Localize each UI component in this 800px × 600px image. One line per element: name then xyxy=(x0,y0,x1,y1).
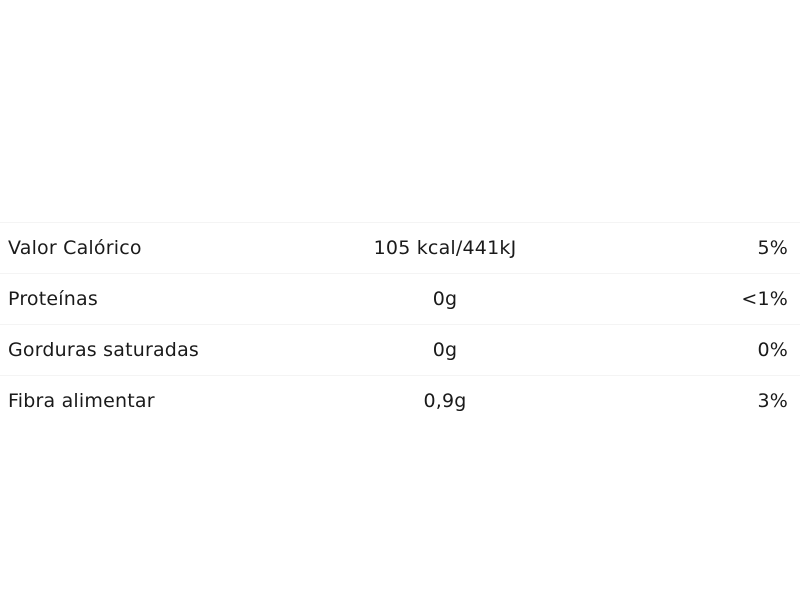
nutrient-amount: 105 kcal/441kJ xyxy=(373,237,517,259)
nutrient-name: Fibra alimentar xyxy=(8,390,155,412)
nutrient-name: Proteínas xyxy=(8,288,98,310)
nutrient-name: Valor Calórico xyxy=(8,237,142,259)
table-row: Fibra alimentar 0,9g 3% xyxy=(0,375,800,427)
nutrient-daily-value: 5% xyxy=(757,237,788,259)
nutrient-amount: 0g xyxy=(432,339,458,361)
table-row: Proteínas 0g <1% xyxy=(0,273,800,325)
table-row: Valor Calórico 105 kcal/441kJ 5% xyxy=(0,222,800,274)
table-row: Gorduras saturadas 0g 0% xyxy=(0,324,800,376)
nutrient-daily-value: 3% xyxy=(757,390,788,412)
nutrient-amount: 0,9g xyxy=(423,390,467,412)
nutrition-table: Valor Calórico 105 kcal/441kJ 5% Proteín… xyxy=(0,222,800,426)
nutrient-daily-value: 0% xyxy=(757,339,788,361)
nutrient-amount: 0g xyxy=(432,288,458,310)
nutrient-daily-value: <1% xyxy=(741,288,788,310)
nutrient-name: Gorduras saturadas xyxy=(8,339,200,361)
